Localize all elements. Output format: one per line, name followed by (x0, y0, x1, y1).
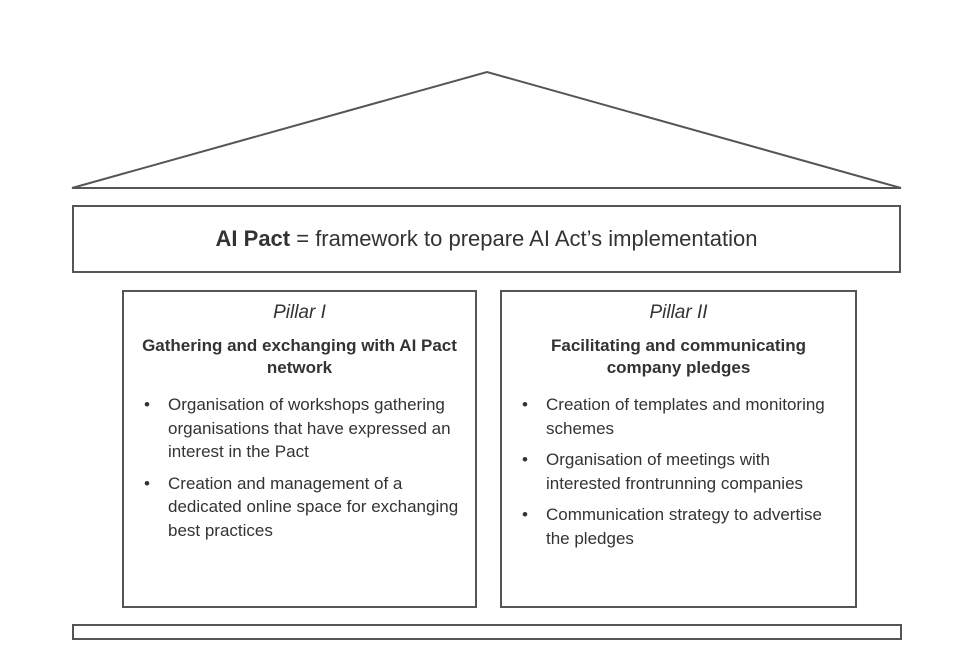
list-item-text: Creation and management of a dedicated o… (168, 473, 459, 540)
bullet-icon: • (522, 450, 528, 469)
bullet-icon: • (144, 395, 150, 414)
bullet-icon: • (522, 395, 528, 414)
banner-bold-term: AI Pact (215, 226, 291, 251)
pillar-1-heading: Gathering and exchanging with AI Pact ne… (142, 336, 457, 377)
pillar-1: Pillar I Gathering and exchanging with A… (122, 290, 477, 608)
list-item: • Creation of templates and monitoring sc… (522, 393, 841, 440)
pillar-2-heading: Facilitating and communicating company p… (550, 336, 807, 377)
pillar-2-list: • Creation of templates and monitoring sc… (516, 393, 841, 550)
banner-text: AI Pact = framework to prepare AI Act’s … (216, 226, 758, 252)
list-item-text: Organisation of meetings with interested… (546, 450, 804, 493)
list-item-text: Organisation of workshops gathering orga… (168, 395, 451, 461)
framework-banner: AI Pact = framework to prepare AI Act’s … (72, 205, 901, 273)
pillar-1-name: Pillar I (273, 302, 326, 323)
list-item: • Communication strategy to advertise the… (522, 503, 841, 550)
bullet-icon: • (522, 505, 528, 524)
pillar-2-name: Pillar II (649, 302, 708, 323)
list-item: • Organisation of workshops gathering org… (144, 393, 461, 464)
temple-roof (71, 70, 902, 189)
pillar-1-list: • Organisation of workshops gathering org… (138, 393, 461, 542)
bullet-icon: • (144, 473, 150, 493)
list-item-text: Communication strategy to advertise the … (546, 505, 822, 548)
banner-definition: = framework to prepare AI Act’s implemen… (290, 226, 758, 251)
list-item: • Organisation of meetings with intereste… (522, 448, 841, 495)
list-item-text: Creation of templates and monitoring sch… (546, 395, 825, 438)
temple-base (72, 624, 902, 640)
list-item: • Creation and management of a dedicated … (144, 472, 461, 543)
pillar-2: Pillar II Facilitating and communicating… (500, 290, 857, 608)
